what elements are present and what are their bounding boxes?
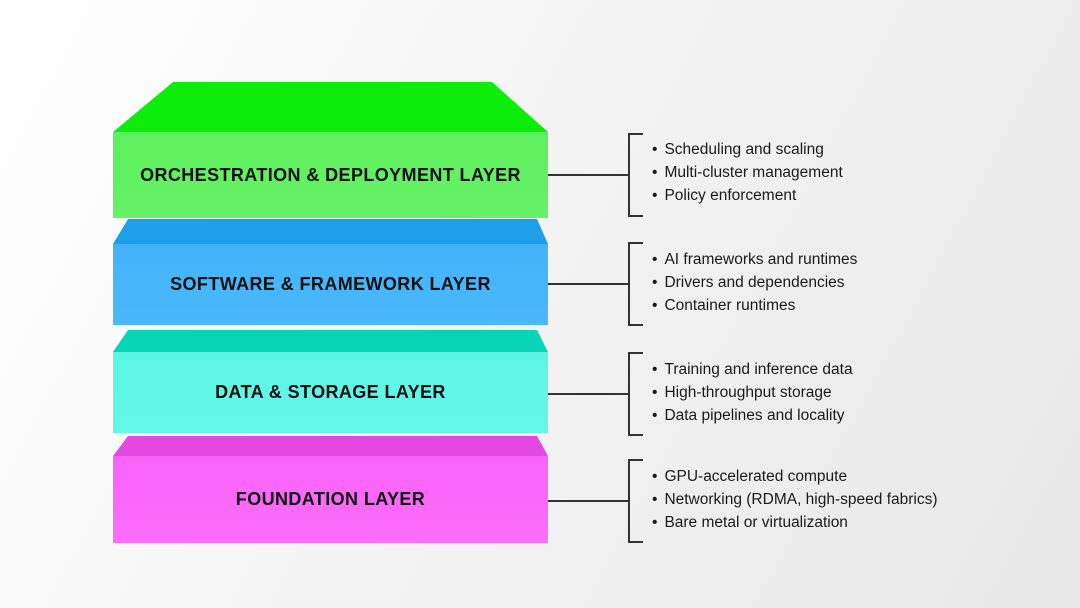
bullet-icon: • xyxy=(652,514,658,531)
data-connector-line xyxy=(548,393,628,395)
bullet-icon: • xyxy=(652,407,658,424)
software-layer-title: SOFTWARE & FRAMEWORK LAYER xyxy=(170,274,491,294)
list-item: • Container runtimes xyxy=(652,294,1052,317)
bullet-icon: • xyxy=(652,274,658,291)
list-item: • Data pipelines and locality xyxy=(652,404,1052,427)
foundation-connector-line xyxy=(548,500,628,502)
software-bullet-list: • AI frameworks and runtimes • Drivers and… xyxy=(652,248,1052,317)
foundation-layer-top-face xyxy=(113,436,548,456)
software-layer-top-face xyxy=(113,219,548,244)
bullet-text: GPU-accelerated compute xyxy=(664,468,848,485)
orchestration-bullet-list: • Scheduling and scaling • Multi-cluster m… xyxy=(652,138,1052,207)
bullet-text: Bare metal or virtualization xyxy=(664,514,848,531)
orchestration-layer-front-face: ORCHESTRATION & DEPLOYMENT LAYER xyxy=(113,132,548,218)
bullet-text: AI frameworks and runtimes xyxy=(664,251,858,268)
bullet-text: Policy enforcement xyxy=(664,187,797,204)
bullet-icon: • xyxy=(652,164,658,181)
data-layer-title: DATA & STORAGE LAYER xyxy=(215,382,446,402)
foundation-layer-title: FOUNDATION LAYER xyxy=(235,489,426,509)
orchestration-layer-top-face xyxy=(113,82,548,132)
foundation-bracket xyxy=(628,459,643,543)
bullet-icon: • xyxy=(652,491,658,508)
list-item: • AI frameworks and runtimes xyxy=(652,248,1052,271)
orchestration-connector-line xyxy=(548,174,628,176)
data-layer-top-face xyxy=(113,330,548,352)
bullet-text: Networking (RDMA, high-speed fabrics) xyxy=(664,491,938,508)
list-item: • Scheduling and scaling xyxy=(652,138,1052,161)
list-item: • Policy enforcement xyxy=(652,184,1052,207)
bullet-icon: • xyxy=(652,384,658,401)
bullet-icon: • xyxy=(652,251,658,268)
bullet-text: Multi-cluster management xyxy=(664,164,843,181)
list-item: • Networking (RDMA, high-speed fabrics) xyxy=(652,488,1052,511)
list-item: • Bare metal or virtualization xyxy=(652,511,1052,534)
bullet-icon: • xyxy=(652,468,658,485)
data-bullet-list: • Training and inference data • High-throu… xyxy=(652,358,1052,427)
orchestration-bracket xyxy=(628,133,643,217)
foundation-layer-front-face: FOUNDATION LAYER xyxy=(113,456,548,543)
bullet-icon: • xyxy=(652,361,658,378)
foundation-bullet-list: • GPU-accelerated compute • Networking (RD… xyxy=(652,465,1052,534)
software-layer-front-face: SOFTWARE & FRAMEWORK LAYER xyxy=(113,244,548,325)
list-item: • GPU-accelerated compute xyxy=(652,465,1052,488)
bullet-text: Drivers and dependencies xyxy=(664,274,845,291)
bullet-icon: • xyxy=(652,187,658,204)
software-bracket xyxy=(628,242,643,326)
list-item: • Multi-cluster management xyxy=(652,161,1052,184)
bullet-text: Scheduling and scaling xyxy=(664,141,824,158)
bullet-icon: • xyxy=(652,141,658,158)
bullet-text: Container runtimes xyxy=(664,297,796,314)
bullet-text: Data pipelines and locality xyxy=(664,407,845,424)
list-item: • Training and inference data xyxy=(652,358,1052,381)
list-item: • Drivers and dependencies xyxy=(652,271,1052,294)
bullet-text: Training and inference data xyxy=(664,361,853,378)
bullet-text: High-throughput storage xyxy=(664,384,832,401)
orchestration-layer-title: ORCHESTRATION & DEPLOYMENT LAYER xyxy=(140,164,521,185)
bullet-icon: • xyxy=(652,297,658,314)
data-layer-front-face: DATA & STORAGE LAYER xyxy=(113,352,548,433)
list-item: • High-throughput storage xyxy=(652,381,1052,404)
software-connector-line xyxy=(548,283,628,285)
data-bracket xyxy=(628,352,643,436)
